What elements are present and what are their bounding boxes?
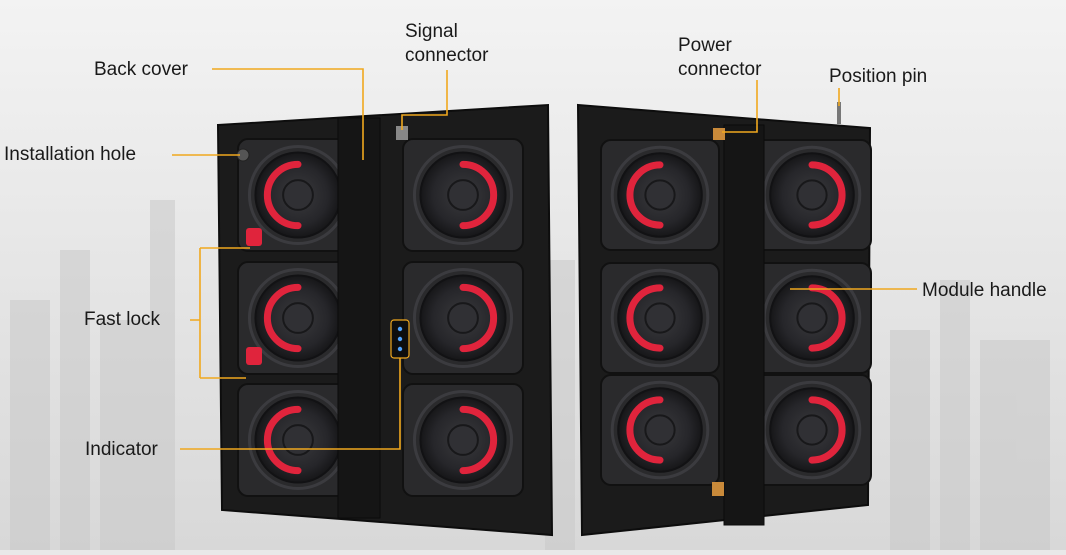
position-pin-label: Position pin	[829, 66, 928, 87]
right-module-hub-0	[644, 179, 676, 211]
right-cabinet-spine	[723, 124, 765, 526]
indicator-label: Indicator	[85, 439, 158, 460]
left-module-hub-2	[282, 302, 314, 334]
left-module-handle-3	[459, 283, 497, 353]
right-module-4	[600, 374, 720, 486]
installation-hole-label: Installation hole	[4, 144, 137, 165]
right-module-2	[600, 262, 720, 374]
right-module-handle-1	[808, 161, 846, 229]
right-module-3	[752, 262, 872, 374]
signal-connector-label-line2: connector	[405, 45, 489, 66]
left-module-1	[402, 138, 524, 252]
power-connector-label-line1: Power	[678, 35, 732, 56]
left-module-hub-3	[447, 302, 479, 334]
indicator-leader	[180, 358, 401, 450]
left-module-3	[402, 261, 524, 375]
left-module-ring-3	[412, 267, 514, 369]
module-handle-label: Module handle	[922, 280, 1047, 301]
power-connector-port-bottom	[712, 482, 724, 496]
right-module-ring-2	[610, 268, 710, 368]
right-module-ring-0	[610, 145, 710, 245]
left-module-handle-0	[264, 160, 302, 230]
power-connector-label: Power connector	[678, 34, 761, 82]
left-cabinet	[216, 103, 554, 537]
left-module-hub-1	[447, 179, 479, 211]
left-module-0	[237, 138, 359, 252]
left-module-hub-0	[282, 179, 314, 211]
right-module-hub-3	[796, 302, 828, 334]
left-module-handle-1	[459, 160, 497, 230]
fast-lock-label: Fast lock	[84, 309, 161, 330]
signal-connector-leader	[401, 70, 448, 130]
fast-lock-0	[246, 228, 262, 246]
right-cabinet	[576, 102, 872, 537]
signal-connector-label-line1: Signal	[405, 21, 458, 42]
left-module-5	[402, 383, 524, 497]
right-module-hub-2	[644, 302, 676, 334]
right-module-hub-5	[796, 414, 828, 446]
left-module-handle-4	[264, 405, 302, 475]
left-module-hub-5	[447, 424, 479, 456]
indicator-led-1	[397, 336, 403, 342]
back-cover-leader	[212, 68, 364, 160]
right-module-0	[600, 139, 720, 251]
signal-connector-label: Signal connector	[405, 20, 488, 68]
right-module-hub-1	[796, 179, 828, 211]
left-module-2	[237, 261, 359, 375]
right-module-handle-0	[626, 161, 664, 229]
fast-lock-1	[246, 347, 262, 365]
left-module-4	[237, 383, 359, 497]
right-module-handle-2	[626, 284, 664, 352]
leader-lines	[172, 68, 917, 450]
power-connector-port	[713, 128, 725, 140]
left-module-hub-4	[282, 424, 314, 456]
right-module-handle-3	[808, 284, 846, 352]
indicator-led-2	[397, 346, 403, 352]
left-cabinet-spine	[337, 117, 381, 519]
left-module-ring-5	[412, 389, 514, 491]
right-module-handle-5	[808, 396, 846, 464]
fast-lock-leader	[190, 247, 250, 379]
right-module-ring-4	[610, 380, 710, 480]
right-module-5	[752, 374, 872, 486]
left-module-handle-5	[459, 405, 497, 475]
left-module-ring-1	[412, 144, 514, 246]
position-pin	[837, 102, 841, 124]
city-silhouette	[10, 200, 1050, 550]
indicator-led-0	[397, 326, 403, 332]
power-connector-label-line2: connector	[678, 59, 762, 80]
power-connector-leader	[722, 80, 758, 133]
left-module-handle-2	[264, 283, 302, 353]
right-module-1	[752, 139, 872, 251]
right-module-hub-4	[644, 414, 676, 446]
back-cover-label: Back cover	[94, 59, 188, 80]
right-module-handle-4	[626, 396, 664, 464]
signal-connector-port	[396, 126, 408, 140]
